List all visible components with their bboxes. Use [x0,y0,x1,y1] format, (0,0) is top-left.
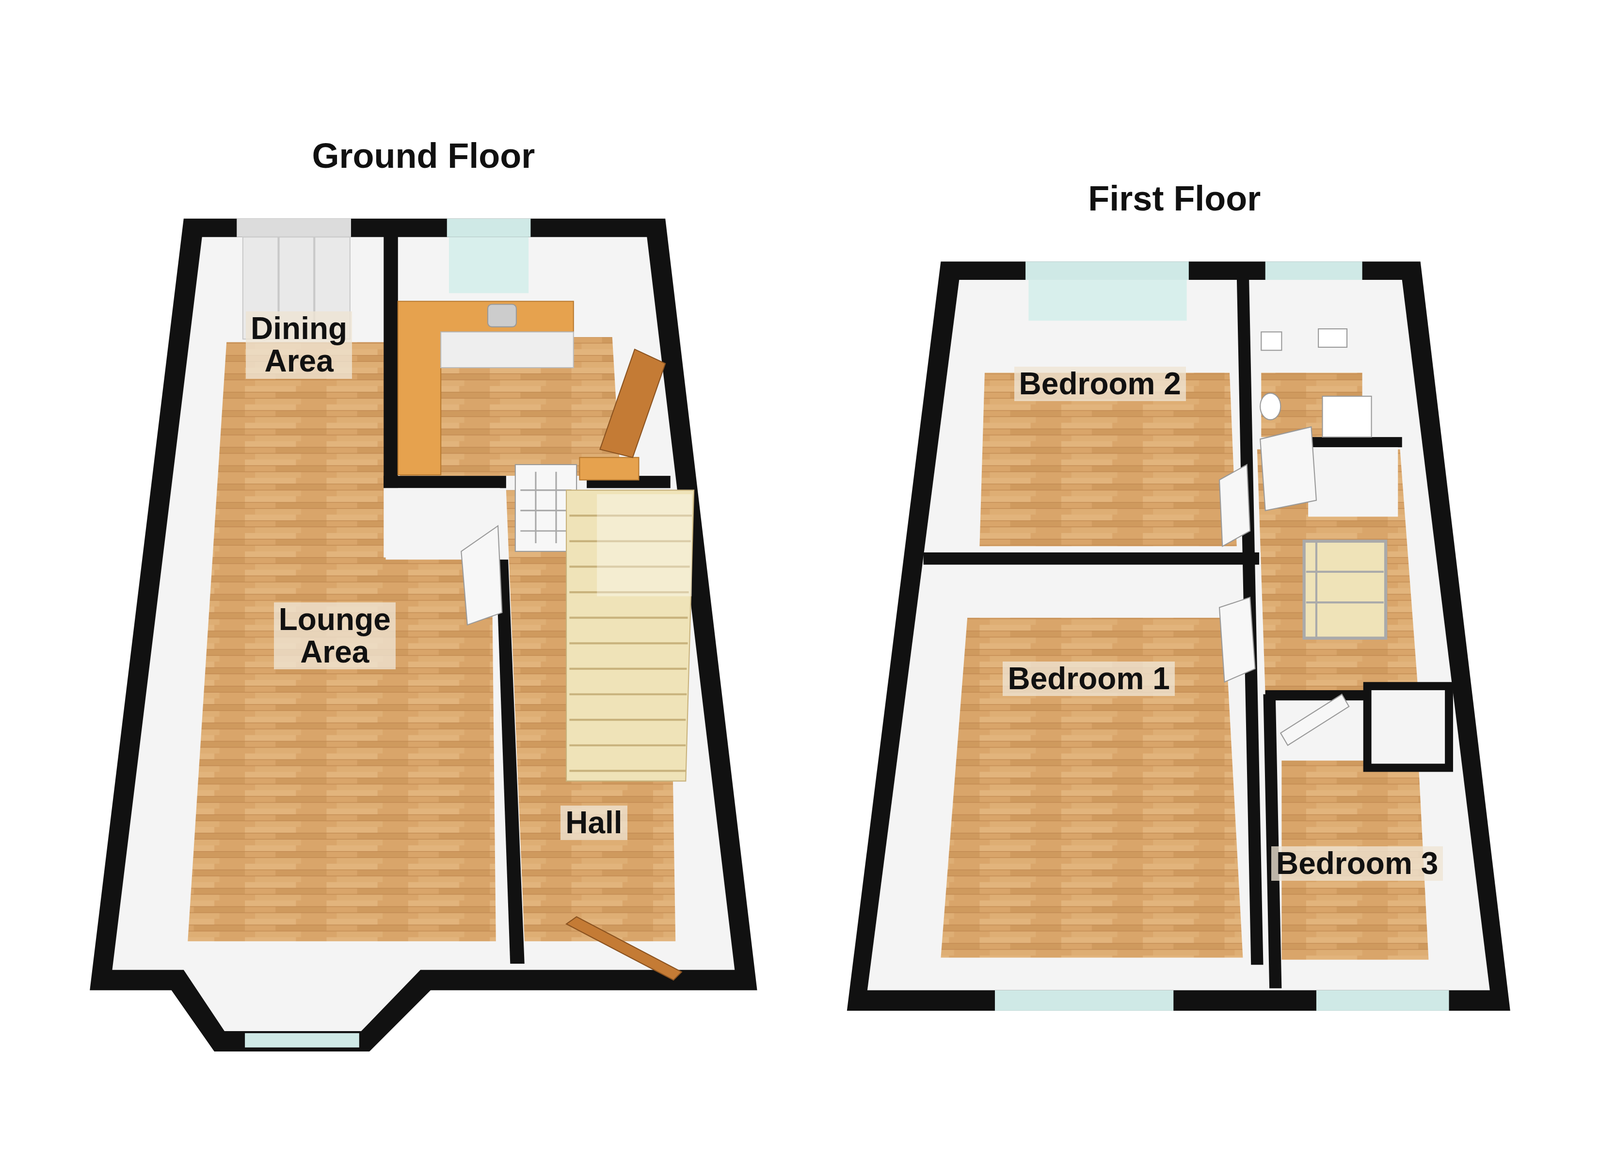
room: Lounge Area [273,602,396,670]
kitchen-counter [579,457,639,480]
interior-wall [1308,436,1403,448]
bath [1322,396,1372,437]
window [1028,279,1187,321]
wall-face [1308,447,1398,517]
outer-wall [89,218,757,1052]
room: Dining Area [245,311,352,379]
door [566,916,682,980]
room-name: Bedroom 1 [1002,661,1175,696]
window [994,990,1174,1011]
room: Bedroom 1 [1002,661,1175,696]
door [520,471,572,544]
window [447,218,531,238]
staircase [596,494,692,596]
ground-floor-plan [89,218,757,1052]
room-name: Bedroom 2 [1014,366,1186,401]
interior-wall [383,475,507,488]
door [600,349,666,458]
sink [487,304,517,327]
first-floor-plan [847,261,1511,1011]
window [1265,261,1363,280]
staircase [566,490,694,782]
room: Hall [560,805,627,840]
floor-heading: Ground Floor [86,135,761,176]
stair-railing [1304,541,1386,639]
patio-door [236,218,352,238]
interior-wall [1263,694,1282,989]
wall-face [867,279,1490,991]
room-name: Bedroom 3 [1271,846,1443,881]
door [1219,597,1256,683]
basin [1318,328,1347,348]
kitchen-counter [398,301,574,475]
toilet [1261,331,1282,351]
door [461,525,502,625]
interior-wall [1265,689,1373,701]
floor [940,617,1243,958]
cupboard [1367,686,1449,768]
floor-heading: First Floor [837,178,1512,219]
window [1025,261,1189,280]
window [1316,990,1450,1011]
floor-plan: Ground FloorDining AreaLounge AreaHall [86,135,761,1055]
door [1260,426,1317,511]
door [1219,464,1250,546]
wall-face [112,237,736,1031]
floor-plan: First FloorBedroom 2 Bedroom 1 Bedroom 3 [837,178,1512,1016]
room-name: Dining Area [245,311,352,379]
interior-wall [923,552,1260,565]
door [1280,694,1349,746]
room-name: Lounge Area [273,602,396,670]
interior-wall [383,224,398,488]
interior-wall [496,559,525,964]
room: Bedroom 2 [1014,366,1186,401]
stair-railing [1306,541,1384,639]
window [448,237,529,294]
room: Bedroom 3 [1271,846,1443,881]
room-name: Hall [560,805,627,840]
window [244,1032,360,1047]
outer-wall [847,261,1511,1011]
toilet [1260,393,1281,420]
kitchen-cabinet [440,331,574,368]
